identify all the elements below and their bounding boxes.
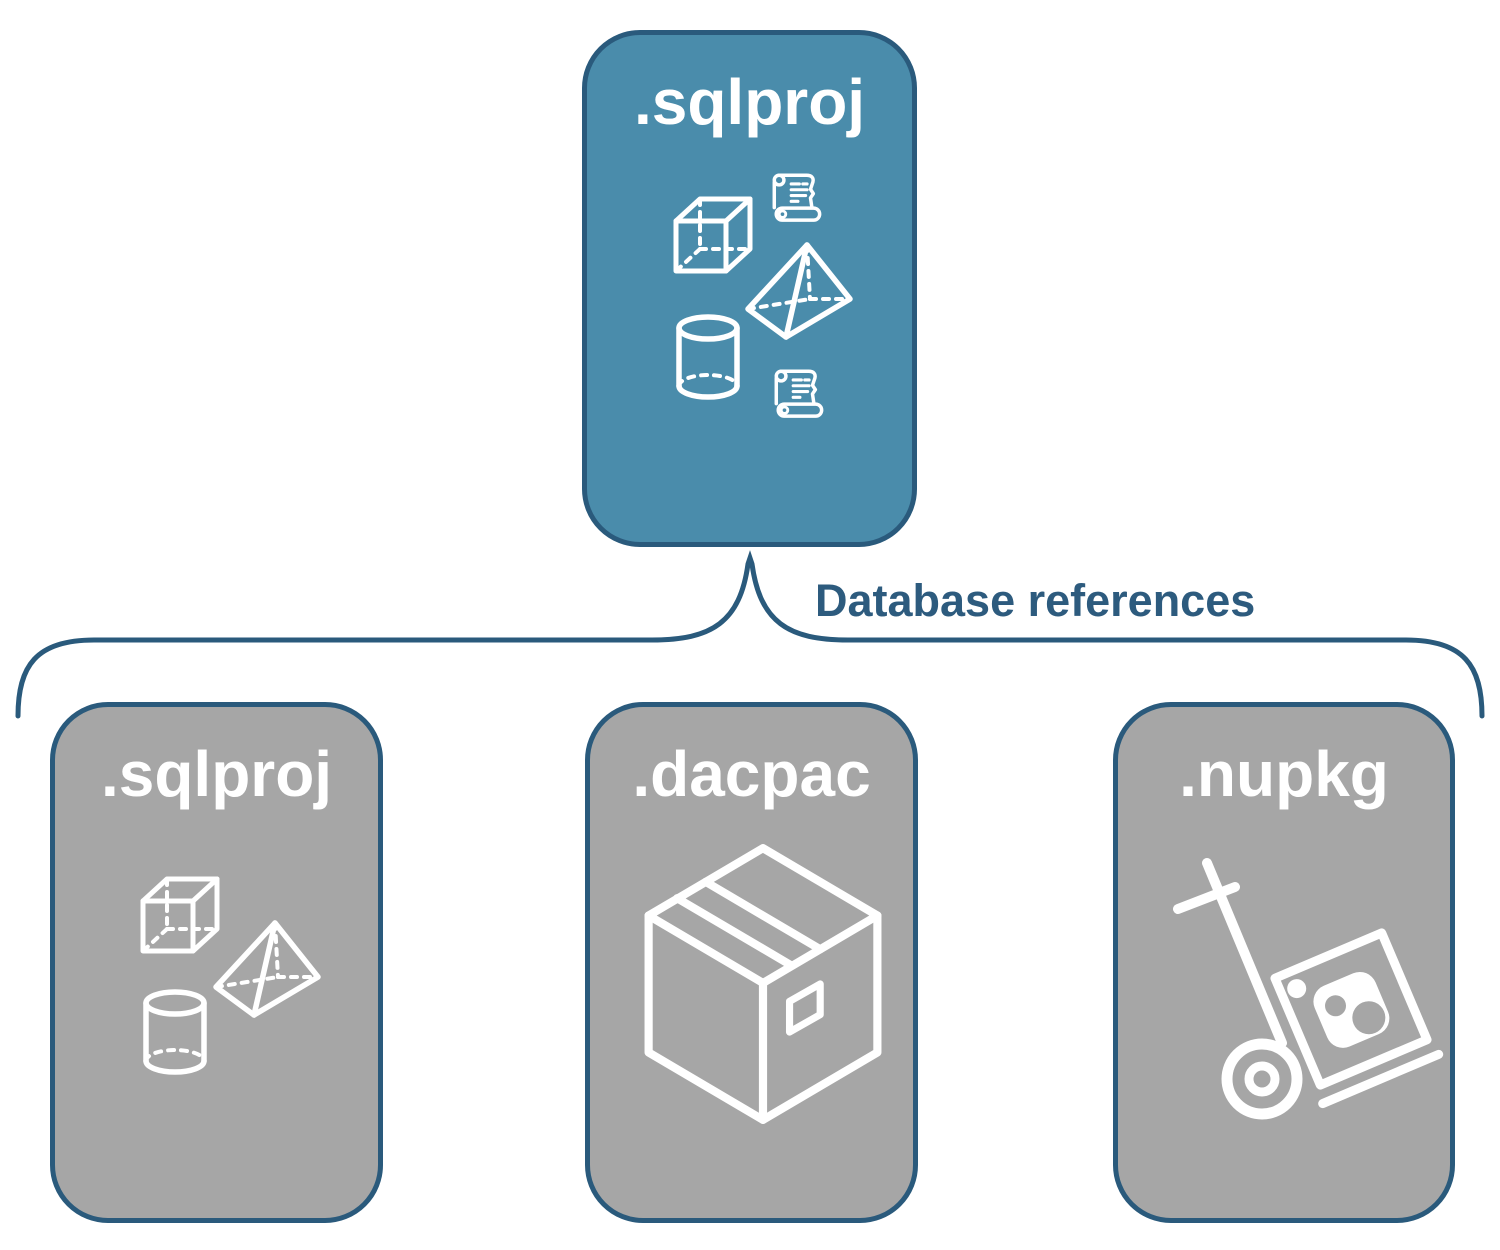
cylinder-icon [143,989,207,1075]
child-node-label: .nupkg [1179,738,1389,810]
child-node-label: .dacpac [632,738,871,810]
cube-icon [140,876,220,954]
cylinder-icon [676,314,740,400]
child-node-label: .sqlproj [100,738,333,810]
connector-label: Database references [815,575,1256,626]
root-node-label: .sqlproj [633,66,866,138]
package-box-icon [644,844,882,1124]
scroll-icon [774,369,824,418]
cube-icon [673,196,753,274]
child-node-dacpac: .dacpac [585,702,918,1223]
child-node-nupkg: .nupkg [1113,702,1455,1223]
pyramid-icon [745,242,853,340]
pyramid-icon [213,920,321,1018]
scroll-icon [772,173,822,222]
nuget-handtruck-icon [1173,858,1444,1120]
child-node-sqlproj: .sqlproj [50,702,383,1223]
root-node-sqlproj: .sqlproj [582,30,917,547]
